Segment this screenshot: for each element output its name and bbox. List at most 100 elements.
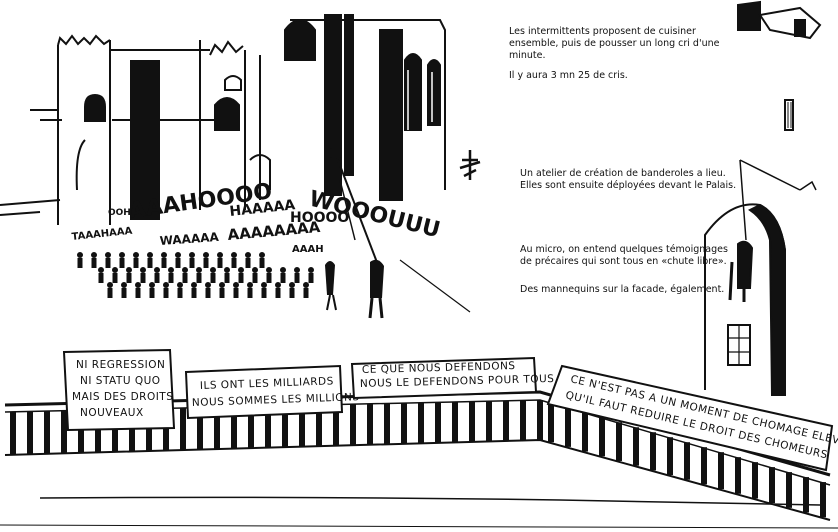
caption-4: Au micro, on entend quelques témoignages… bbox=[520, 244, 728, 267]
crowd-head bbox=[308, 267, 314, 273]
crowd-body bbox=[177, 288, 183, 298]
crowd-head bbox=[231, 252, 237, 258]
baluster bbox=[95, 409, 101, 453]
baluster bbox=[718, 452, 724, 490]
baluster bbox=[650, 432, 656, 471]
baluster bbox=[667, 437, 673, 476]
crowd-head bbox=[147, 252, 153, 258]
crowd-head bbox=[107, 282, 113, 288]
crowd-head bbox=[233, 282, 239, 288]
crowd-body bbox=[189, 258, 195, 268]
baluster bbox=[701, 447, 707, 485]
crowd-body bbox=[261, 288, 267, 298]
crowd-body bbox=[112, 273, 118, 283]
banner-1: NI REGRESSION NI STATU QUO MAIS DES DROI… bbox=[62, 348, 176, 432]
crowd-body bbox=[289, 288, 295, 298]
baluster bbox=[44, 411, 50, 454]
crowd-head bbox=[189, 252, 195, 258]
baluster bbox=[10, 411, 16, 455]
baluster bbox=[78, 410, 84, 453]
banner-1-line-3: MAIS DES DROITS bbox=[72, 391, 173, 403]
crowd-body bbox=[280, 273, 286, 283]
shout-3: HAAAAA bbox=[229, 197, 296, 220]
baluster bbox=[452, 401, 458, 443]
palace-drawing bbox=[0, 14, 481, 313]
crowd-head bbox=[175, 252, 181, 258]
crowd-body bbox=[205, 288, 211, 298]
crowd-head bbox=[294, 267, 300, 273]
baluster bbox=[769, 467, 775, 504]
crowd-body bbox=[135, 288, 141, 298]
crowd-body bbox=[231, 258, 237, 268]
crowd-head bbox=[161, 252, 167, 258]
shout-4: HOOOO bbox=[290, 210, 349, 226]
baluster bbox=[486, 401, 492, 442]
crowd-body bbox=[308, 273, 314, 283]
crowd-body bbox=[238, 273, 244, 283]
banner-3-line-1: CE QUE NOUS DEFENDONS bbox=[362, 360, 516, 376]
crowd-head bbox=[275, 282, 281, 288]
crowd-body bbox=[252, 273, 258, 283]
baluster bbox=[129, 409, 135, 452]
crowd-body bbox=[275, 288, 281, 298]
crowd-head bbox=[91, 252, 97, 258]
crowd-body bbox=[175, 258, 181, 268]
baluster bbox=[214, 407, 220, 450]
banner-3: CE QUE NOUS DEFENDONS NOUS LE DEFENDONS … bbox=[350, 356, 555, 400]
crowd-head bbox=[121, 282, 127, 288]
crowd-body bbox=[77, 258, 83, 268]
crowd-head bbox=[133, 252, 139, 258]
crowd-head bbox=[259, 252, 265, 258]
banner-3-line-2: NOUS LE DEFENDONS POUR TOUS bbox=[360, 373, 555, 390]
baluster bbox=[503, 400, 509, 442]
railing bbox=[0, 390, 838, 529]
crowd-head bbox=[135, 282, 141, 288]
baluster bbox=[735, 457, 741, 494]
baluster bbox=[350, 404, 356, 446]
baluster bbox=[582, 412, 588, 452]
baluster bbox=[265, 406, 271, 448]
baluster bbox=[163, 408, 169, 451]
shout-5: OOH bbox=[108, 208, 131, 218]
crowd-body bbox=[247, 288, 253, 298]
crowd-body bbox=[303, 288, 309, 298]
crowd-head bbox=[77, 252, 83, 258]
crowd-body bbox=[245, 258, 251, 268]
baluster bbox=[752, 462, 758, 499]
baluster bbox=[27, 411, 33, 455]
baluster bbox=[786, 472, 792, 508]
facade-drawing bbox=[704, 0, 822, 396]
crowd-body bbox=[210, 273, 216, 283]
baluster bbox=[633, 427, 639, 466]
crowd-head bbox=[182, 267, 188, 273]
crowd-head bbox=[154, 267, 160, 273]
crowd-head bbox=[205, 282, 211, 288]
crowd-head bbox=[210, 267, 216, 273]
crowd-head bbox=[219, 282, 225, 288]
crowd-head bbox=[261, 282, 267, 288]
crowd-head bbox=[126, 267, 132, 273]
crowd-body bbox=[259, 258, 265, 268]
banner-2-line-2: NOUS SOMMES LES MILLIONS bbox=[192, 391, 360, 409]
banner-2-line-1: ILS ONT LES MILLIARDS bbox=[200, 375, 334, 392]
crowd-head bbox=[191, 282, 197, 288]
baluster bbox=[548, 402, 554, 443]
banner-1-line-1: NI REGRESSION bbox=[76, 359, 165, 371]
baluster bbox=[197, 407, 203, 450]
crowd-body bbox=[233, 288, 239, 298]
baluster bbox=[537, 400, 543, 441]
baluster bbox=[316, 404, 322, 447]
crowd-head bbox=[177, 282, 183, 288]
baluster bbox=[384, 403, 390, 445]
crowd-body bbox=[119, 258, 125, 268]
crowd-body bbox=[98, 273, 104, 283]
caption-5: Des mannequins sur la facade, également. bbox=[520, 284, 725, 295]
baluster bbox=[367, 403, 373, 445]
crowd-body bbox=[196, 273, 202, 283]
crowd-body bbox=[154, 273, 160, 283]
crowd-body bbox=[217, 258, 223, 268]
baluster bbox=[520, 400, 526, 441]
crowd-head bbox=[238, 267, 244, 273]
baluster bbox=[248, 406, 254, 449]
crowd-head bbox=[203, 252, 209, 258]
